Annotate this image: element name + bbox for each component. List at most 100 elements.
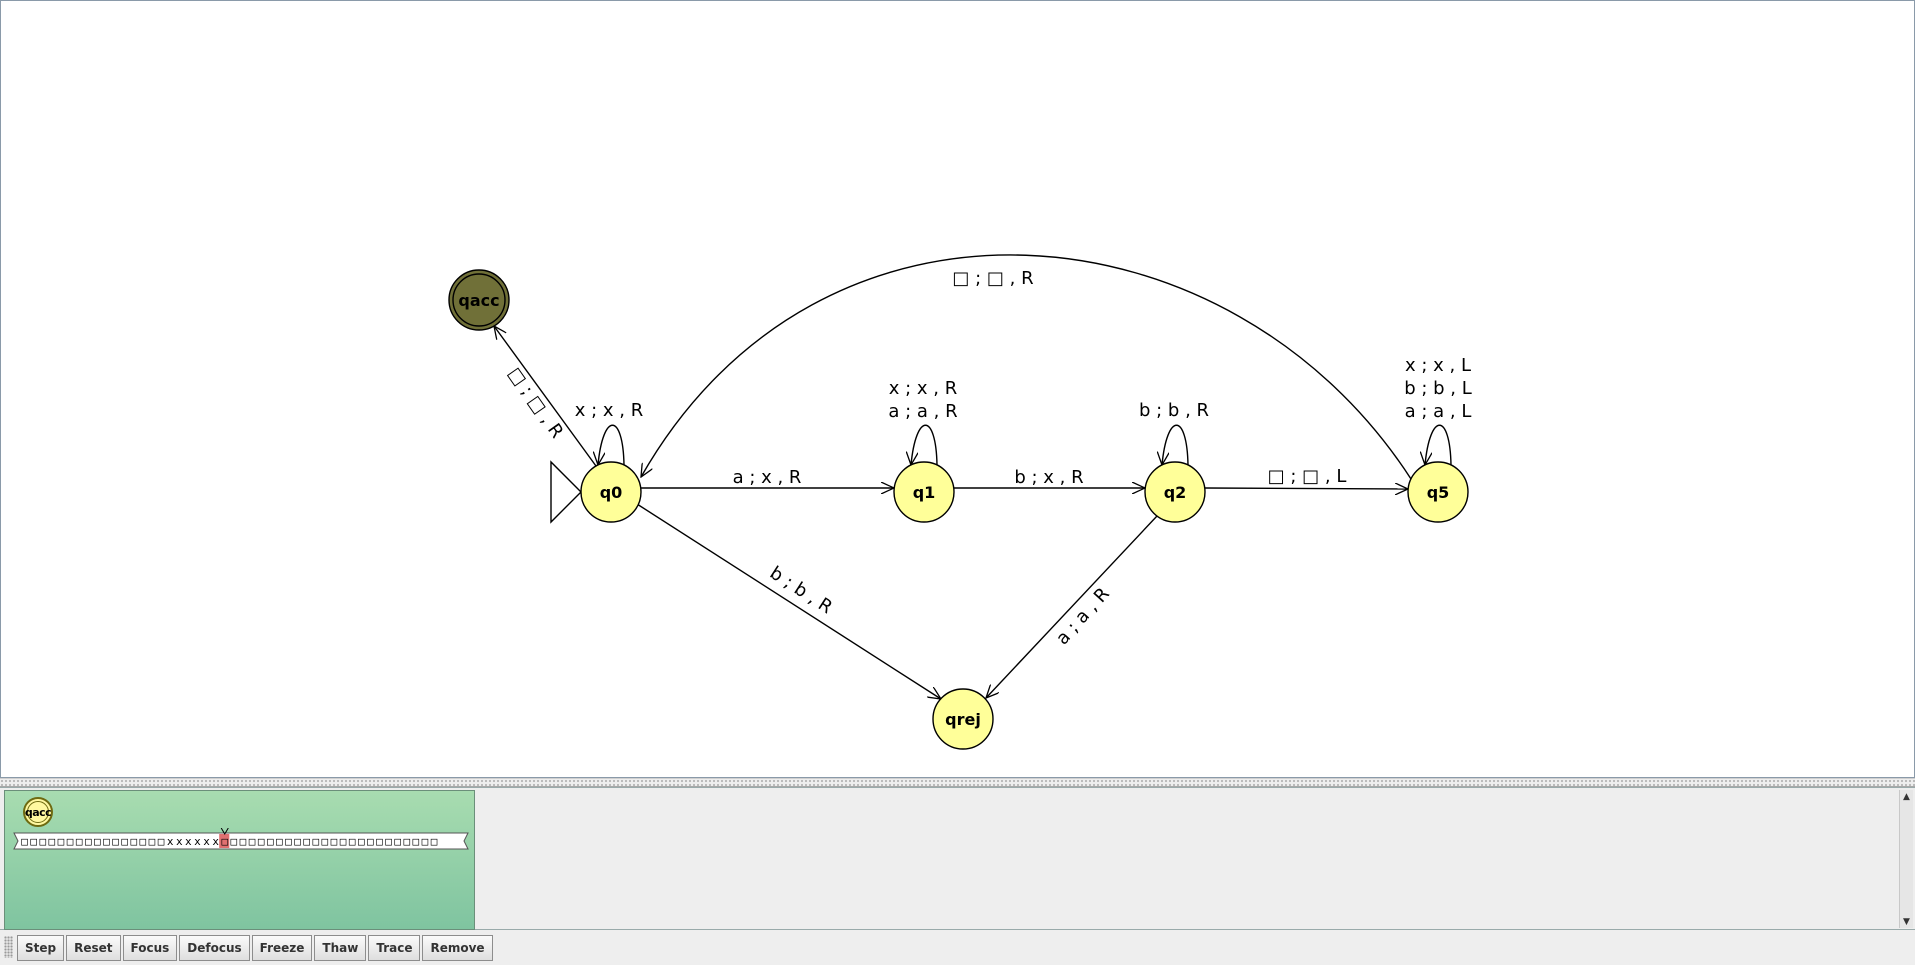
remove-button[interactable]: Remove (422, 935, 493, 961)
tape-cell: □ (413, 835, 420, 848)
state-q1[interactable]: q1 (893, 461, 955, 523)
state-label-q1: q1 (913, 483, 936, 502)
transition-q2-q2-label-0: b ; b , R (1139, 400, 1209, 421)
focus-button[interactable]: Focus (122, 935, 178, 961)
tape-cell: □ (312, 835, 319, 848)
reset-button[interactable]: Reset (66, 935, 121, 961)
tape-cell: □ (394, 835, 401, 848)
tape-cell: □ (76, 835, 83, 848)
initial-state-marker (550, 460, 582, 524)
tape-cell: □ (367, 835, 374, 848)
simulator-toolbar: Step Reset Focus Defocus Freeze Thaw Tra… (0, 930, 1915, 965)
tape-cell: □ (322, 835, 329, 848)
config-state-label: qacc (25, 801, 52, 823)
tape-cell: □ (431, 835, 438, 848)
scroll-up-icon[interactable]: ▲ (1903, 791, 1910, 802)
tape-cell: □ (158, 835, 165, 848)
transition-q1-q2-label: b ; x , R (1014, 467, 1083, 488)
scroll-down-icon[interactable]: ▼ (1903, 916, 1910, 927)
state-label-q5: q5 (1427, 483, 1450, 502)
thaw-button[interactable]: Thaw (314, 935, 367, 961)
tape-cell: □ (422, 835, 429, 848)
tape-cell: □ (385, 835, 392, 848)
transition-q5-q0-arrow[interactable] (641, 254, 1412, 480)
transition-q0-q1-label: a ; x , R (733, 467, 802, 488)
tape-cell: □ (403, 835, 410, 848)
tape-cell: □ (103, 835, 110, 848)
state-q2[interactable]: q2 (1144, 461, 1206, 523)
tape-cell: □ (121, 835, 128, 848)
tape-cell: x (203, 835, 210, 848)
transition-q2-q2-arrow[interactable] (1162, 424, 1189, 465)
transition-q2-q5-label: □ ; □ , L (1268, 466, 1347, 487)
transition-q0-q0-label-0: x ; x , R (575, 400, 643, 421)
transition-q5-q5-label-2: a ; a , L (1405, 401, 1472, 422)
tape-cell: □ (30, 835, 37, 848)
tape-cell: □ (112, 835, 119, 848)
tape-cell: x (194, 835, 201, 848)
freeze-button[interactable]: Freeze (251, 935, 313, 961)
transition-q0-qacc-label: □ ; □ , R (504, 364, 568, 443)
tape-cell: □ (149, 835, 156, 848)
tape-cell: □ (349, 835, 356, 848)
tape-cell: □ (39, 835, 46, 848)
diagram-canvas[interactable]: □ ; □ , R x ; x , R a ; x , R b ; b , R x ; … (0, 0, 1915, 778)
tape-cell: □ (49, 835, 56, 848)
transition-q5-q0-label: □ ; □ , R (952, 268, 1033, 289)
step-button[interactable]: Step (17, 935, 65, 961)
tape-head-icon (220, 828, 229, 835)
state-q5[interactable]: q5 (1407, 461, 1469, 523)
tape-cell: □ (140, 835, 147, 848)
tape-cell: □ (303, 835, 310, 848)
tape-cell: □ (231, 835, 238, 848)
state-label-q0: q0 (600, 483, 623, 502)
tape-cell: □ (294, 835, 301, 848)
tape-cell: □ (240, 835, 247, 848)
tape-cell: □ (21, 835, 28, 848)
transition-q2-qrej-arrow[interactable] (986, 515, 1158, 698)
state-label-q2: q2 (1164, 483, 1187, 502)
defocus-button[interactable]: Defocus (179, 935, 250, 961)
transition-q2-qrej-label: a ; a , R (1052, 584, 1114, 650)
transition-q0-qacc-arrow[interactable] (494, 326, 597, 467)
tape-cell: □ (85, 835, 92, 848)
state-qacc[interactable]: qacc (448, 269, 510, 331)
toolbar-grip-icon[interactable] (4, 936, 13, 958)
tape-cell: x (167, 835, 174, 848)
split-pane-divider[interactable] (0, 778, 1915, 787)
state-diagram[interactable]: □ ; □ , R x ; x , R a ; x , R b ; b , R x ; … (1, 1, 1914, 777)
tape-cell: □ (67, 835, 74, 848)
tape-cell: □ (221, 835, 228, 848)
tape-head-highlight (219, 834, 230, 848)
state-q0[interactable]: q0 (580, 461, 642, 523)
tape-cell: □ (94, 835, 101, 848)
tape-background (13, 832, 469, 850)
transition-q0-qrej-arrow[interactable] (636, 503, 941, 699)
tape-cell: □ (58, 835, 65, 848)
transition-q0-q0-arrow[interactable] (598, 424, 625, 465)
transition-q5-q5-label-1: b ; b , L (1404, 378, 1472, 399)
tape-cell: □ (331, 835, 338, 848)
trace-button[interactable]: Trace (368, 935, 421, 961)
transition-q2-q5-arrow[interactable] (1204, 488, 1408, 489)
state-qrej[interactable]: qrej (932, 688, 994, 750)
vertical-scrollbar[interactable]: ▲ ▼ (1899, 790, 1913, 928)
state-label-qacc: qacc (458, 291, 499, 310)
tape-cell: x (176, 835, 183, 848)
tape-cell: □ (358, 835, 365, 848)
transition-q1-q1-arrow[interactable] (911, 424, 938, 465)
tape-cell: □ (340, 835, 347, 848)
tape-cell: □ (258, 835, 265, 848)
transition-q1-q1-label-1: a ; a , R (888, 401, 957, 422)
tape-cell: □ (130, 835, 137, 848)
transition-q5-q5-label-0: x ; x , L (1405, 355, 1471, 376)
transition-q5-q5-arrow[interactable] (1425, 424, 1452, 465)
transition-q1-q1-label-0: x ; x , R (889, 378, 957, 399)
config-state-icon: qacc (23, 797, 53, 827)
tape-cell: x (185, 835, 192, 848)
tape-cell: □ (249, 835, 256, 848)
tape-cell: □ (276, 835, 283, 848)
